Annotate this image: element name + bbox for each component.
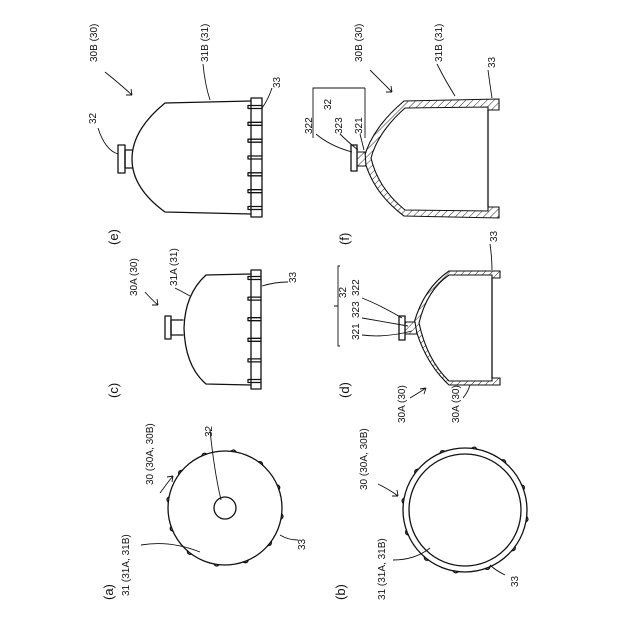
view-e: (e) 30B (30) 31B (31) 33 32	[88, 24, 283, 245]
label-f-321: 321	[354, 117, 365, 134]
leader-d-30b	[463, 385, 470, 398]
leader-f-323	[340, 134, 358, 150]
grip-rib-33	[248, 277, 261, 280]
brace-d-32	[334, 266, 340, 346]
grip-rib-33	[248, 318, 261, 321]
label-a-33: 33	[297, 538, 308, 550]
caption-d: (d)	[337, 382, 352, 398]
leader-f-322	[316, 134, 352, 152]
label-a-30: 30 (30A, 30B)	[145, 423, 156, 485]
label-f-30: 30B (30)	[354, 24, 365, 62]
label-f-33: 33	[487, 56, 498, 68]
label-d-322: 322	[351, 279, 362, 296]
label-c-31: 31A (31)	[169, 248, 180, 286]
arrow-c-30	[145, 292, 158, 305]
view-b: (b) 30 (30A, 30B) 31 (31A, 31B) 33	[333, 428, 528, 600]
label-d-323: 323	[351, 301, 362, 318]
grip-rib-33	[248, 173, 262, 176]
grip-rib-33	[248, 359, 261, 362]
label-e-30: 30B (30)	[89, 24, 100, 62]
cap-top-view	[167, 450, 283, 566]
leader-a-32	[210, 430, 221, 500]
grip-rib-33	[248, 338, 261, 341]
leader-e-32	[98, 128, 118, 154]
label-f-32: 32	[323, 98, 334, 110]
leader-c-33	[262, 282, 288, 286]
label-f-323: 323	[334, 117, 345, 134]
cap-section-small	[399, 271, 500, 385]
cap-side-view-small	[165, 270, 261, 389]
caption-b: (b)	[333, 584, 348, 600]
label-c-33: 33	[288, 271, 299, 283]
grip-rib-33	[248, 380, 261, 383]
caption-a: (a)	[101, 584, 116, 600]
grip-rib-33	[248, 156, 262, 159]
label-e-31: 31B (31)	[200, 24, 211, 62]
arrow-b-30	[378, 484, 398, 496]
label-a-31: 31 (31A, 31B)	[121, 534, 132, 596]
caption-e: (e)	[106, 229, 121, 245]
cap-section-large	[351, 99, 499, 218]
leader-d-33	[490, 244, 492, 270]
caption-f: (f)	[337, 233, 352, 245]
arrow-e-30	[105, 72, 132, 95]
label-d-32: 32	[338, 286, 349, 298]
grip-rib-33	[248, 106, 262, 109]
grip-rib-33	[248, 207, 262, 210]
label-d-321: 321	[351, 323, 362, 340]
label-b-31: 31 (31A, 31B)	[377, 538, 388, 600]
label-a-32: 32	[204, 425, 215, 437]
view-a: (a) 30 (30A, 30B) 32 31 (31A, 31B) 33	[101, 423, 308, 600]
label-b-30: 30 (30A, 30B)	[359, 428, 370, 490]
leader-b-33	[490, 565, 505, 575]
label-c-30: 30A (30)	[129, 258, 140, 296]
label-e-33: 33	[272, 76, 283, 88]
view-f: (f) 30B (30) 31B (31) 33 32 322 323 321	[304, 24, 499, 245]
label-d-30a: 30A (30)	[397, 385, 408, 423]
leader-f-33	[488, 70, 492, 98]
arrow-f-30	[370, 70, 392, 92]
view-c: (c) 30A (30) 31A (31) 33	[106, 248, 299, 398]
grip-rib-33	[248, 122, 262, 125]
leader-f-31	[437, 64, 455, 96]
leader-e-31	[203, 64, 210, 100]
label-d-33: 33	[489, 230, 500, 242]
caption-c: (c)	[106, 383, 121, 398]
grip-rib-33	[248, 139, 262, 142]
grip-rib-33	[248, 297, 261, 300]
leader-f-321	[360, 134, 364, 150]
view-d: (d) 32 322 323 321 33 30A (30) 30A (30)	[334, 230, 500, 423]
leader-a-31	[141, 544, 200, 552]
grip-rib-33	[248, 190, 262, 193]
leader-e-33	[262, 88, 272, 108]
label-d-30b: 30A (30)	[451, 385, 462, 423]
label-b-33: 33	[510, 575, 521, 587]
label-f-31: 31B (31)	[434, 24, 445, 62]
label-e-32: 32	[88, 112, 99, 124]
leader-d-322	[362, 298, 402, 318]
leader-a-33	[280, 535, 298, 540]
center-port-32	[214, 497, 236, 519]
cap-side-view-large	[118, 98, 262, 217]
leader-c-31	[175, 288, 190, 296]
arrow-d-30a	[410, 388, 426, 398]
